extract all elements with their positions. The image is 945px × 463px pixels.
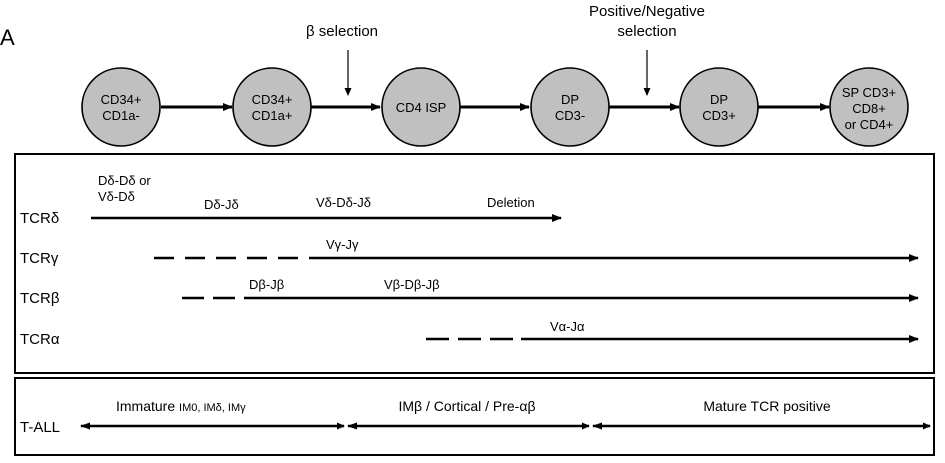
stage-circle — [679, 67, 759, 147]
beta-selection-marker: β selection — [306, 23, 378, 96]
event-label: Vδ-Dδ — [98, 189, 135, 204]
stage-label-line: DP — [710, 92, 728, 107]
stage-label-line: CD1a+ — [252, 108, 293, 123]
stage-label-line: DP — [561, 92, 579, 107]
event-label: Vδ-Dδ-Jδ — [316, 195, 371, 210]
tall-label: T-ALL — [20, 419, 60, 436]
stage-label-line: CD34+ — [252, 92, 293, 107]
stage-cd4-isp: CD4 ISP — [381, 67, 461, 147]
tcr-alpha-row: TCRα Vα-Jα — [20, 319, 919, 348]
stage-circle — [530, 67, 610, 147]
tall-segment-cortical-label: IMβ / Cortical / Pre-αβ — [399, 398, 536, 414]
panel-label: A — [0, 25, 15, 50]
tall-box — [14, 377, 935, 456]
locus-label: TCRδ — [20, 210, 59, 227]
tall-segment-mature-label: Mature TCR positive — [703, 398, 831, 414]
tall-segment-immature-label: Immature IM0, IMδ, IMγ — [116, 398, 246, 414]
event-label: Vγ-Jγ — [326, 237, 359, 252]
stage-dp-cd3-neg: DP CD3- — [530, 67, 610, 147]
segment-sub-text: IM0, IMδ, IMγ — [179, 402, 246, 414]
event-label: Dβ-Jβ — [249, 277, 284, 292]
stage-label-line: CD1a- — [102, 108, 140, 123]
tcr-gamma-row: TCRγ Vγ-Jγ — [20, 237, 919, 267]
tcr-delta-row: TCRδ Dδ-Dδ or Vδ-Dδ Dδ-Jδ Vδ-Dδ-Jδ Delet… — [20, 173, 562, 227]
beta-selection-label: β selection — [306, 23, 378, 40]
event-label: Vα-Jα — [550, 319, 585, 334]
stage-label-line: SP CD3+ — [842, 85, 896, 100]
stage-label-line: CD34+ — [101, 92, 142, 107]
tcr-beta-row: TCRβ Dβ-Jβ Vβ-Dβ-Jβ — [20, 277, 919, 307]
stage-cd34-cd1a-neg: CD34+ CD1a- — [81, 67, 161, 147]
locus-label: TCRα — [20, 331, 60, 348]
positive-negative-selection-marker: Positive/Negative selection — [589, 3, 705, 96]
tall-row: T-ALL Immature IM0, IMδ, IMγ IMβ / Corti… — [20, 398, 931, 436]
stage-circle — [81, 67, 161, 147]
pos-neg-selection-label-line1: Positive/Negative — [589, 3, 705, 20]
stage-circle — [829, 67, 909, 147]
event-label: Deletion — [487, 195, 535, 210]
stage-label-line: CD3+ — [702, 108, 736, 123]
stage-sp: SP CD3+ CD8+ or CD4+ — [829, 67, 909, 147]
stage-dp-cd3-pos: DP CD3+ — [679, 67, 759, 147]
stage-circle — [232, 67, 312, 147]
event-label: Vβ-Dβ-Jβ — [384, 277, 440, 292]
stage-circle — [381, 67, 461, 147]
tcr-rearrangement-box — [14, 153, 935, 374]
locus-label: TCRγ — [20, 250, 59, 267]
stage-label-line: CD8+ — [852, 101, 886, 116]
segment-main-text: Immature — [116, 398, 179, 414]
stage-label-line: or CD4+ — [845, 117, 894, 132]
event-label: Dδ-Jδ — [204, 197, 239, 212]
stage-cd34-cd1a-pos: CD34+ CD1a+ — [232, 67, 312, 147]
pos-neg-selection-label-line2: selection — [617, 23, 676, 40]
locus-label: TCRβ — [20, 290, 60, 307]
event-label: Dδ-Dδ or — [98, 173, 151, 188]
stage-label-line: CD4 ISP — [396, 100, 447, 115]
stage-label-line: CD3- — [555, 108, 585, 123]
